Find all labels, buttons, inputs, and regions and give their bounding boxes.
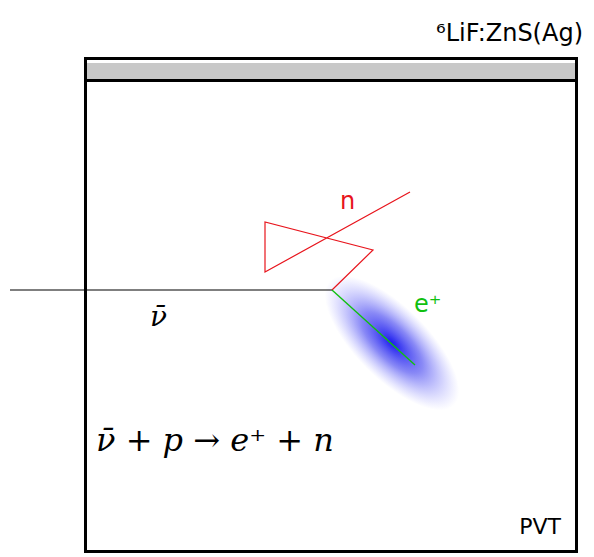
neutron-track	[265, 192, 410, 290]
particle-label: e⁺	[414, 292, 441, 316]
antineutrino-track	[10, 289, 332, 290]
particle-label: ν̄	[150, 303, 167, 331]
reaction-equation: ν̄ + p → e⁺ + n	[96, 424, 334, 456]
positron-track	[332, 290, 415, 365]
material-label: PVT	[519, 516, 561, 538]
scintillation-light	[304, 255, 479, 430]
particle-label: n	[340, 189, 355, 213]
layer-label: ⁶LiF:ZnS(Ag)	[436, 21, 583, 45]
